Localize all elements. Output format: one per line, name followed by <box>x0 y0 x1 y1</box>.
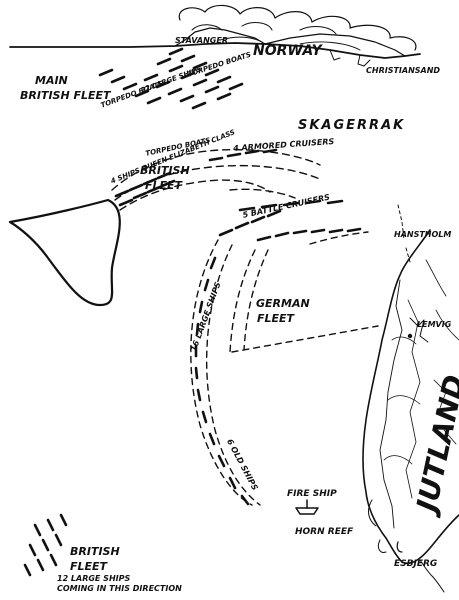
label-german-fleet-line1: GERMAN <box>256 297 310 310</box>
label-lemvig: LEMVIG <box>417 320 452 329</box>
label-norway: NORWAY <box>253 43 322 59</box>
label-british-fleet-south-line1: BRITISH <box>70 545 120 558</box>
label-main-british-fleet-line2: BRITISH FLEET <box>20 89 111 102</box>
battle-cruiser-line <box>238 199 362 242</box>
label-esbjerg: ESBJERG <box>394 559 438 569</box>
german-fleet-track <box>190 231 379 506</box>
label-british-fleet-center-line1: BRITISH <box>140 164 190 177</box>
hanstholm-coast-marks <box>397 204 411 263</box>
label-british-fleet-south-line2: FLEET <box>70 560 108 573</box>
note-twelve-large-ships: 12 LARGE SHIPS <box>57 574 131 583</box>
label-fire-ship: FIRE SHIP <box>287 489 337 499</box>
fire-ship-marker <box>295 499 319 515</box>
jutland-land <box>362 229 459 593</box>
label-horn-reef: HORN REEF <box>295 527 354 537</box>
label-main-british-fleet-line1: MAIN <box>35 74 68 87</box>
british-ship-formation-north <box>98 47 244 110</box>
german-ship-arc <box>194 256 250 506</box>
label-german-fleet-line2: FLEET <box>257 312 295 325</box>
british-ship-formation-south <box>23 513 68 577</box>
british-fleet-track <box>111 148 323 211</box>
label-british-fleet-center-line2: FLEET <box>145 179 183 192</box>
british-coast <box>8 198 121 307</box>
label-stavanger: STAVANGER <box>175 36 228 45</box>
lemvig-marker <box>407 333 413 339</box>
label-skagerrak: SKAGERRAK <box>298 118 406 133</box>
note-coming-direction: COMING IN THIS DIRECTION <box>57 584 182 593</box>
label-hanstholm: HANSTHOLM <box>394 230 452 239</box>
label-christiansand: CHRISTIANSAND <box>366 66 441 75</box>
norway-coast <box>9 4 421 67</box>
british-ship-formation-center <box>114 148 282 237</box>
